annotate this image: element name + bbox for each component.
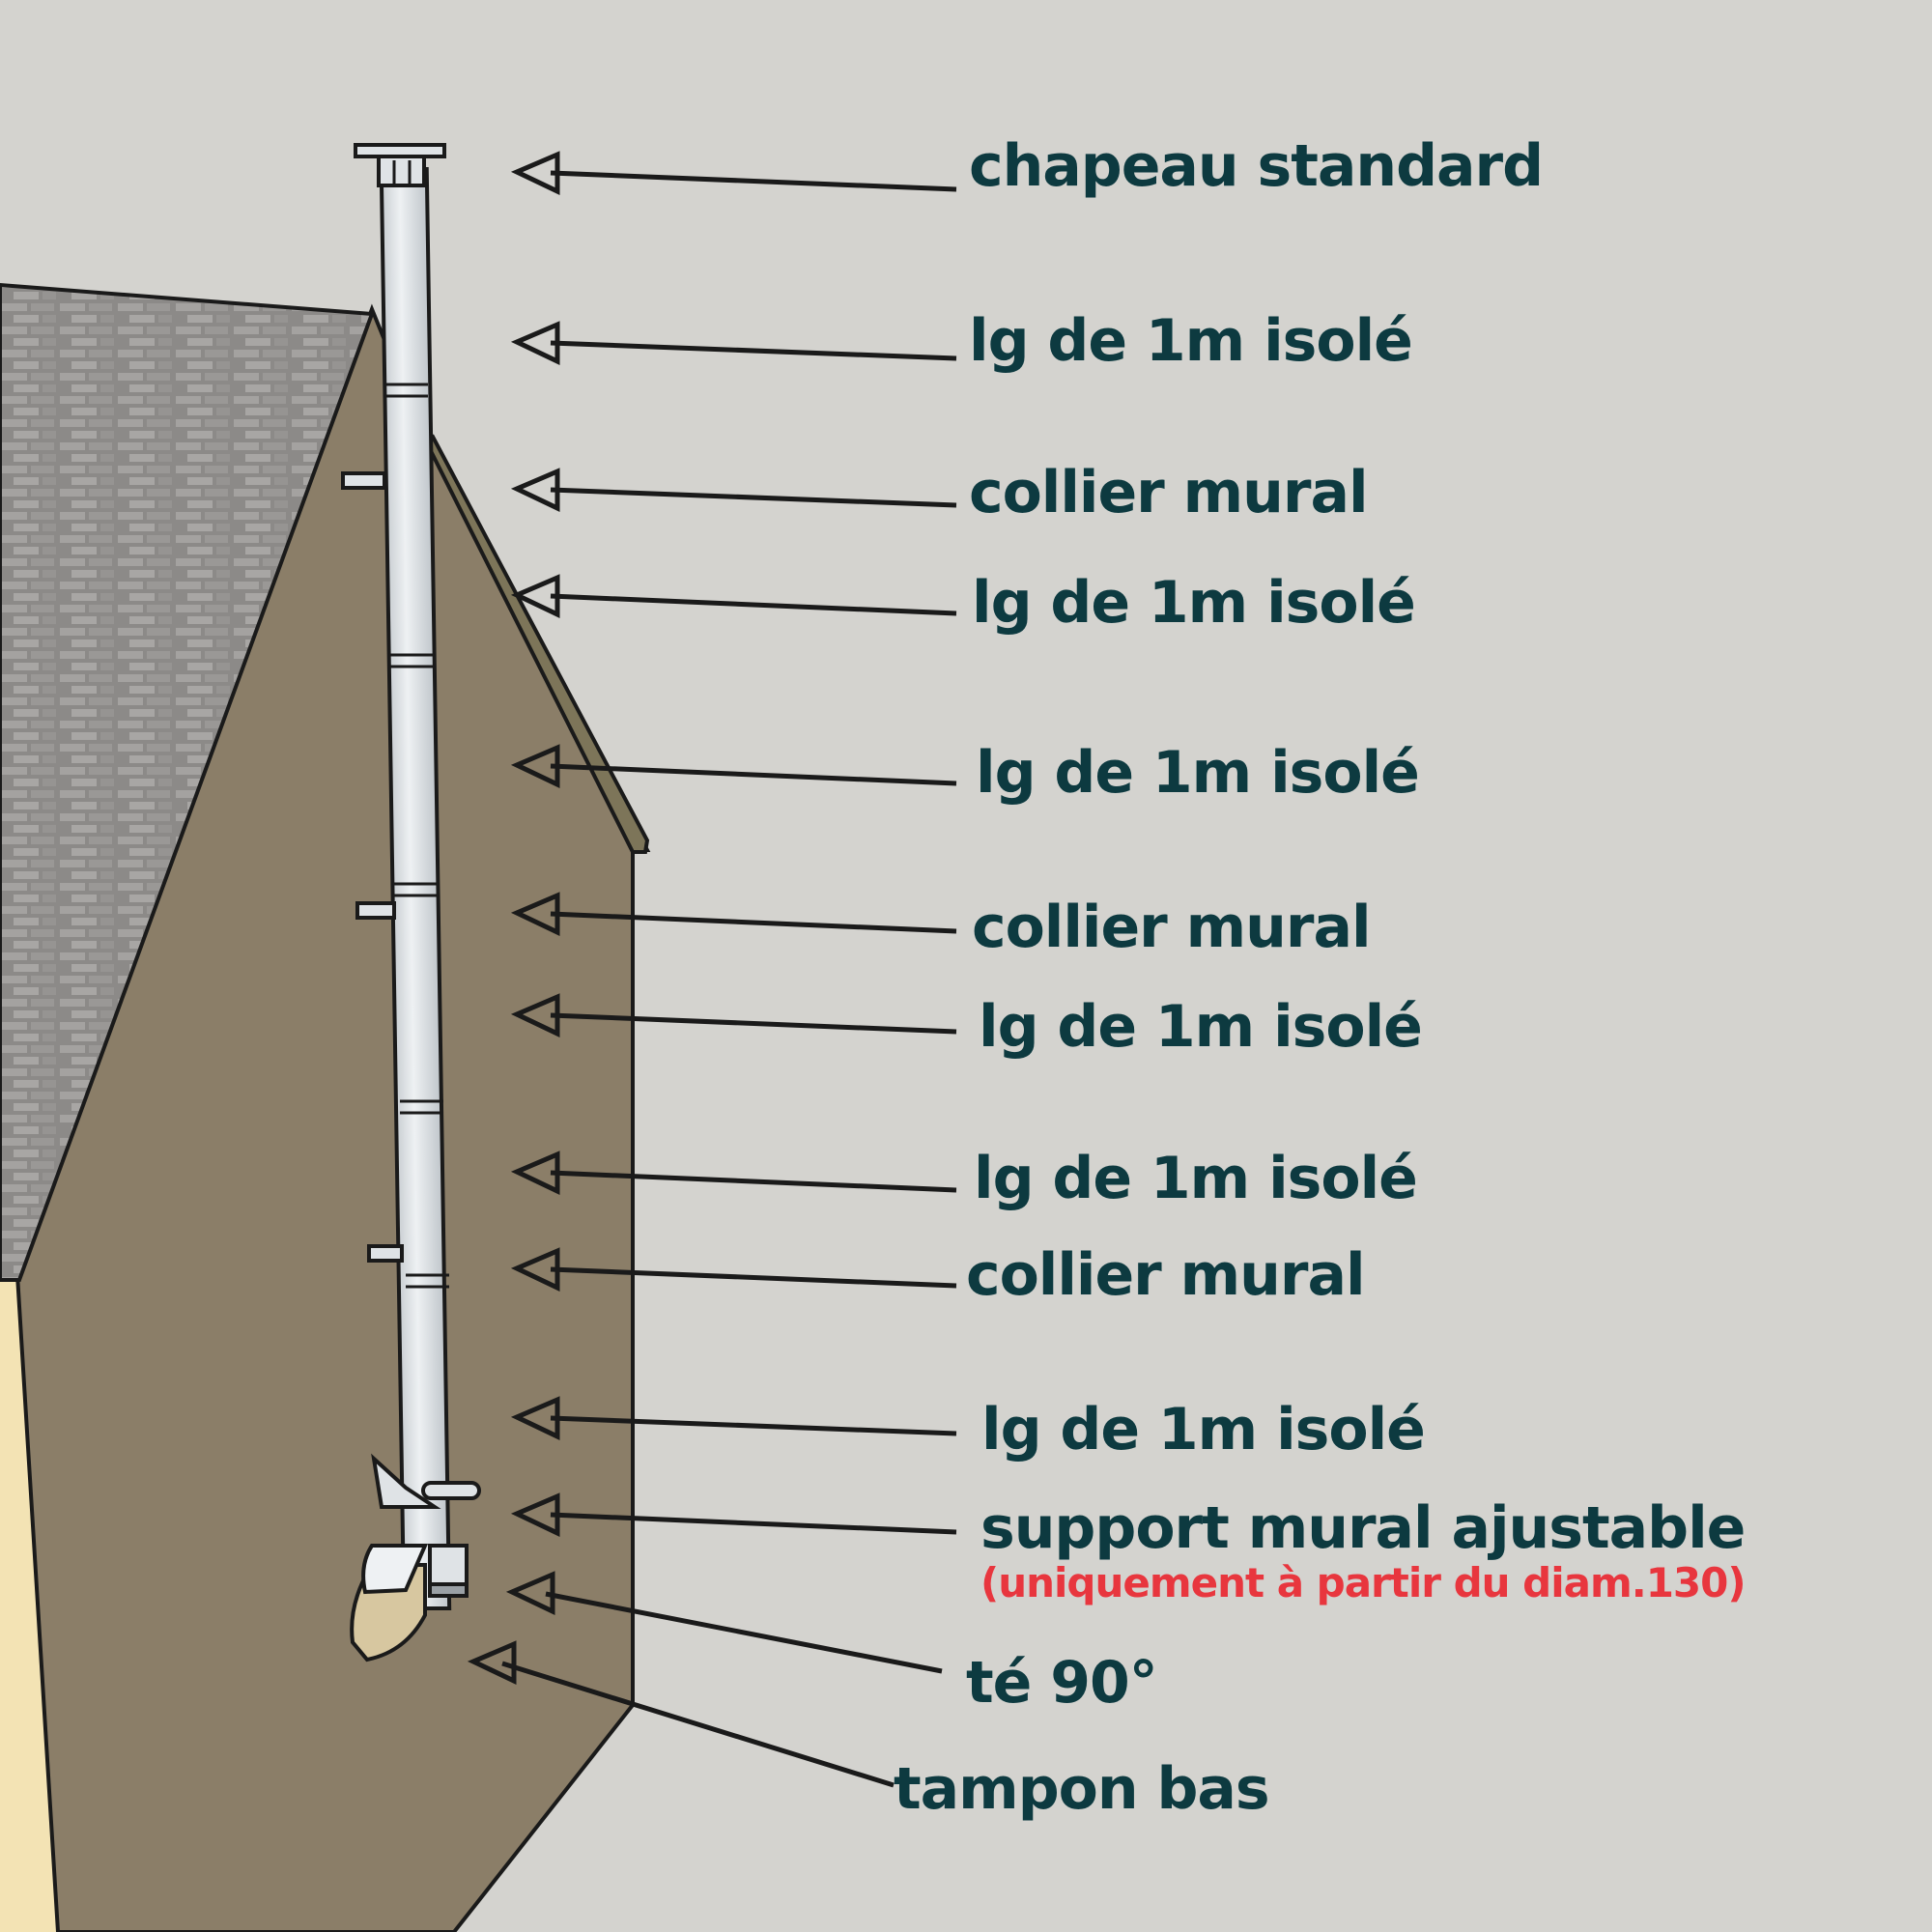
label-support-mural-ajustable: support mural ajustable (980, 1494, 1746, 1562)
label-collier-mural: collier mural (969, 459, 1369, 526)
label-collier-mural: collier mural (972, 894, 1372, 961)
label-chapeau-standard: chapeau standard (969, 132, 1544, 200)
label-lg-1m-isole: lg de 1m isolé (969, 307, 1413, 375)
label-collier-mural: collier mural (966, 1241, 1366, 1309)
leader-lines (501, 170, 957, 1788)
label-tampon-bas: tampon bas (894, 1755, 1270, 1823)
label-lg-1m-isole: lg de 1m isolé (979, 993, 1423, 1061)
label-lg-1m-isole: lg de 1m isolé (981, 1396, 1426, 1463)
arrowheads (467, 151, 560, 1685)
note-diameter-restriction: (uniquement à partir du diam.130) (980, 1559, 1747, 1606)
chimney-pipe (341, 143, 452, 1610)
label-lg-1m-isole: lg de 1m isolé (974, 1145, 1418, 1212)
label-lg-1m-isole: lg de 1m isolé (976, 739, 1420, 807)
tee-assembly (350, 1453, 481, 1662)
house-side-wall (0, 1275, 58, 1932)
roof (0, 282, 375, 1282)
label-te-90: té 90° (966, 1649, 1158, 1717)
label-lg-1m-isole: lg de 1m isolé (972, 569, 1416, 637)
